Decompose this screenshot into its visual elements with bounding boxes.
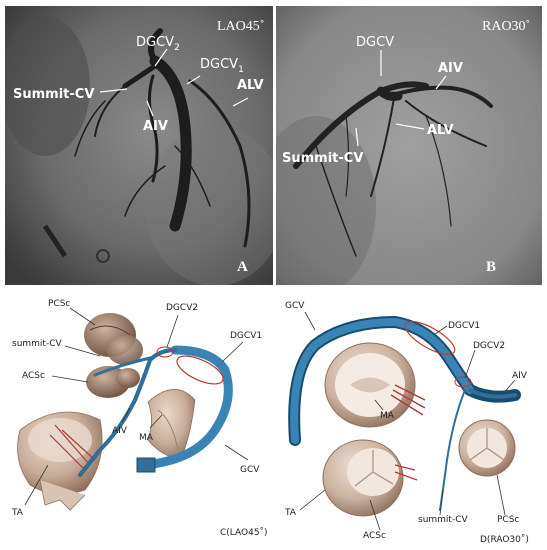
- label-aiv-b: AIV: [438, 61, 463, 76]
- label-summit-a: Summit-CV: [13, 87, 94, 102]
- label-aiv-c: AIV: [112, 426, 128, 436]
- label-aiv-d: AIV: [512, 371, 528, 381]
- label-gcv-c: GCV: [240, 465, 260, 475]
- vessel-gcv-a: [149, 55, 192, 232]
- caption-c: C(LAO45˚): [220, 527, 268, 538]
- label-ma-d: MA: [380, 411, 395, 421]
- view-label-b: RAO30˚: [482, 19, 530, 34]
- pcsc-valve: [84, 313, 143, 365]
- dgcv1-highlight-c: [176, 355, 224, 385]
- dgcv1-highlight-d: [404, 320, 456, 356]
- label-dgcv2-c: DGCV2: [166, 303, 198, 313]
- dgcv2-highlight-d: [454, 376, 472, 388]
- panel-d-image: GCV DGCV1 DGCV2 AIV MA TA ACSc summit-CV…: [284, 301, 529, 545]
- label-ta-c: TA: [11, 508, 24, 518]
- vessel-tree-c: [78, 345, 233, 477]
- panel-d-illustration: GCV DGCV1 DGCV2 AIV MA TA ACSc summit-CV…: [275, 290, 547, 550]
- label-acsc-d: ACSc: [363, 531, 386, 541]
- label-summit-b: Summit-CV: [282, 151, 363, 166]
- label-aiv-a: AIV: [143, 119, 168, 134]
- caption-d: D(RAO30˚): [480, 534, 529, 545]
- label-ma-c: MA: [139, 433, 154, 443]
- label-gcv-d: GCV: [285, 301, 305, 311]
- label-dgcv2-d: DGCV2: [473, 341, 505, 351]
- panel-b-image: DGCV AIV ALV Summit-CV RAO30˚ B: [276, 6, 542, 285]
- panel-a-image: DGCV2 DGCV1 ALV Summit-CV AIV LAO45˚ A: [5, 6, 273, 285]
- panel-c-image: PCSc summit-CV ACSc DGCV2 DGCV1 AIV MA T…: [11, 299, 268, 538]
- label-pcsc-d: PCSc: [497, 515, 519, 525]
- acsc-valve: [86, 366, 140, 398]
- label-alv-b: ALV: [427, 123, 454, 138]
- panel-c-illustration: PCSc summit-CV ACSc DGCV2 DGCV1 AIV MA T…: [0, 290, 275, 550]
- label-dgcv1-d: DGCV1: [448, 321, 480, 331]
- vessel-gcv-b: [293, 81, 429, 169]
- label-dgcv1-c: DGCV1: [230, 331, 262, 341]
- panel-letter-b: B: [486, 259, 496, 275]
- panel-letter-a: A: [237, 259, 248, 275]
- label-dgcv-b: DGCV: [356, 35, 394, 50]
- ta-valve-d: [322, 439, 418, 517]
- label-ta-d: TA: [284, 508, 297, 518]
- label-acsc-c: ACSc: [22, 371, 45, 381]
- label-summit-c: summit-CV: [12, 339, 62, 349]
- label-pcsc-c: PCSc: [48, 299, 70, 309]
- dgcv2-highlight-c: [156, 346, 174, 358]
- label-dgcv2-a: DGCV2: [136, 35, 180, 53]
- label-alv-a: ALV: [237, 78, 264, 93]
- label-dgcv1-a: DGCV1: [200, 57, 244, 75]
- panel-b-angiogram: DGCV AIV ALV Summit-CV RAO30˚ B: [276, 6, 542, 285]
- panel-a-angiogram: DGCV2 DGCV1 ALV Summit-CV AIV LAO45˚ A: [5, 6, 273, 285]
- view-label-a: LAO45˚: [217, 19, 264, 34]
- label-summit-d: summit-CV: [418, 515, 468, 525]
- pcsc-valve-d: [458, 419, 516, 477]
- ma-valve-d: [324, 342, 426, 428]
